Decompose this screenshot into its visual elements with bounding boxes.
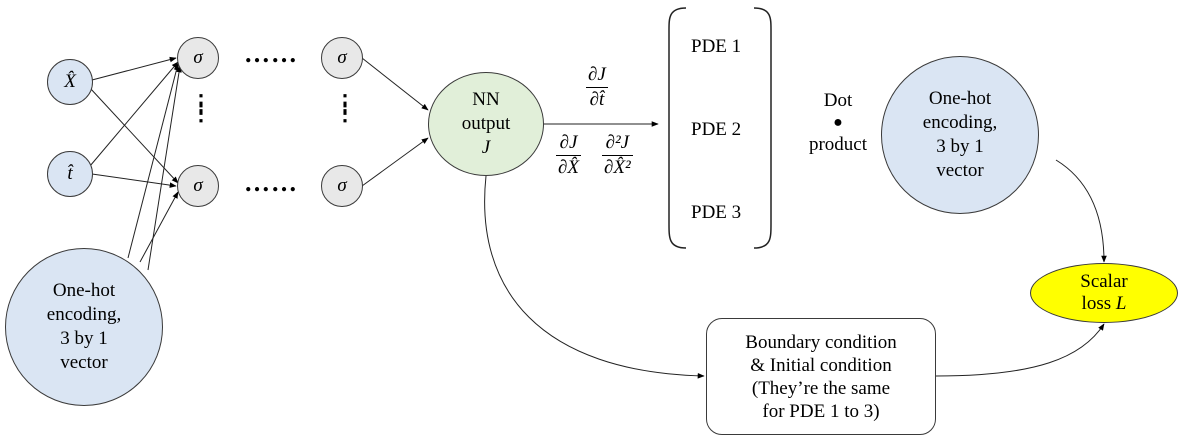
scalar-loss-line1: Scalar xyxy=(1080,271,1128,292)
edge-boundary-to-loss xyxy=(935,323,1105,377)
input-x-label: X̂ xyxy=(64,71,76,92)
onehot-right-label: One-hot encoding, 3 by 1 vector xyxy=(922,88,998,181)
hidden-dots-first-column: ⋮⋮ xyxy=(190,90,212,125)
dot-product-symbol: ● xyxy=(833,114,843,131)
onehot-right-node: One-hot encoding, 3 by 1 vector xyxy=(881,56,1039,214)
scalar-loss-node: Scalar loss L xyxy=(1030,263,1178,323)
nn-output-symbol: J xyxy=(481,137,491,158)
nn-output-line2: output xyxy=(461,113,511,134)
pde-bracket-left xyxy=(668,7,687,249)
input-t-node: t̂ xyxy=(47,151,93,197)
edge-t-to-sigma-top xyxy=(89,61,179,167)
sigma-label: σ xyxy=(193,47,203,68)
hidden-dots-last-column: ⋮⋮ xyxy=(334,90,356,125)
edge-x-to-sigma-bottom xyxy=(89,87,179,184)
edge-x-to-sigma-top xyxy=(91,56,177,81)
hidden-dots-top: …… xyxy=(244,39,298,68)
derivative-dj-dt: ∂J∂t̂ xyxy=(586,64,608,110)
hidden-node-last-bottom: σ xyxy=(321,165,363,207)
onehot-left-label: One-hot encoding, 3 by 1 vector xyxy=(46,280,122,373)
sigma-label: σ xyxy=(193,175,203,196)
input-x-node: X̂ xyxy=(47,59,93,105)
onehot-left-node: One-hot encoding, 3 by 1 vector xyxy=(5,248,163,406)
dot-product-label: Dot ● product xyxy=(796,89,880,157)
boundary-condition-box: Boundary condition & Initial condition (… xyxy=(706,318,936,435)
edge-sigma-bottom-to-output xyxy=(361,137,429,187)
sigma-label: σ xyxy=(337,175,347,196)
edge-sigma-top-to-output xyxy=(361,57,429,111)
edge-onehot-to-sigma-bottom xyxy=(139,191,179,263)
derivative-d2j-dx2: ∂²J∂X̂² xyxy=(602,132,633,178)
derivative-dj-dx: ∂J∂X̂ xyxy=(556,132,581,178)
pde-item-3: PDE 3 xyxy=(691,202,742,223)
edge-output-to-boundary xyxy=(484,175,705,379)
pde-bracket-right xyxy=(753,7,772,249)
hidden-node-first-bottom: σ xyxy=(177,165,219,207)
dot-product-top: Dot xyxy=(823,90,853,111)
pde-item-1: PDE 1 xyxy=(691,36,742,57)
input-t-label: t̂ xyxy=(67,163,73,184)
nn-output-node: NN output J xyxy=(428,72,544,176)
edge-t-to-sigma-bottom xyxy=(91,173,177,188)
nn-output-line1: NN xyxy=(472,89,500,110)
sigma-label: σ xyxy=(337,47,347,68)
edge-onehot-to-loss xyxy=(1055,159,1107,263)
pde-item-2: PDE 2 xyxy=(691,119,742,140)
hidden-dots-bottom: …… xyxy=(244,168,298,197)
hidden-node-first-top: σ xyxy=(177,37,219,79)
hidden-node-last-top: σ xyxy=(321,37,363,79)
edge-onehot-to-sigma-top-b xyxy=(147,65,182,271)
scalar-loss-line2: loss L xyxy=(1081,293,1127,314)
dot-product-bottom: product xyxy=(808,134,868,155)
edge-onehot-to-sigma-top-a xyxy=(127,63,180,259)
